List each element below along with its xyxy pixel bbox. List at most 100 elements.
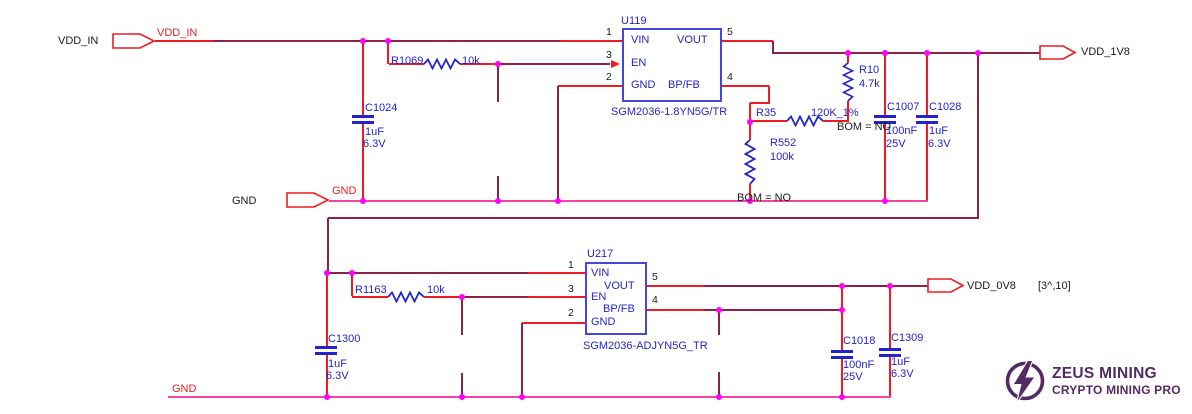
wire-segment [772,52,1040,54]
wire-segment [823,120,848,122]
resistor-symbol-r35 [787,115,823,127]
ref-r552: R552 [770,137,797,149]
pin-num-u119-3: 3 [606,49,612,61]
net-label-gnd-top: GND [332,185,357,197]
wire-segment [722,40,773,42]
wire-segment [647,309,843,311]
wire-segment [522,322,585,324]
junction-dot [459,294,465,300]
value-c1024: 1uF [365,126,384,138]
wire-segment [327,272,585,274]
wire-segment [647,285,705,287]
junction-dot [324,394,330,400]
wire-segment [749,103,751,121]
pin-num-u119-5: 5 [727,26,733,38]
wire-segment [768,86,770,103]
resistor-symbol-r1069 [424,58,460,70]
junction-dot [385,38,391,44]
ic-ref-u217: U217 [587,248,614,260]
wire-segment [884,123,886,201]
wire-segment [847,101,849,122]
wire-segment [498,63,610,65]
wire-segment [722,85,769,87]
junction-dot [360,198,366,204]
resistor-symbol-r1163 [388,291,424,303]
wire-segment [326,354,328,397]
net-label-vdd-in: VDD_IN [157,27,198,39]
wire-segment [749,184,751,201]
ic-body-u119 [622,28,722,102]
wire-segment [460,63,498,65]
value-c1028: 1uF [929,125,948,137]
capacitor-symbol-c1300 [315,346,337,349]
junction-dot [716,394,722,400]
port-symbol-vdd-1v8 [1039,45,1077,60]
junction-dot [839,394,845,400]
junction-dot [975,50,981,56]
resistor-symbol-r552 [744,140,756,184]
wire-stub [461,373,463,397]
wire-segment [462,296,585,298]
junction-dot [747,119,753,125]
wire-segment [847,53,849,63]
junction-dot [882,198,888,204]
junction-dot [716,307,722,313]
ref-r1163: R1163 [355,284,387,296]
wire-segment [977,53,979,218]
voltage-c1028: 6.3V [928,138,951,150]
pin-name-u119-vout: VOUT [677,34,708,46]
capacitor-symbol-c1007 [874,115,896,118]
wire-segment [326,273,328,347]
value-r1069: 10k [462,55,480,67]
value-r1163: 10k [427,284,445,296]
wire-stub [718,372,720,397]
capacitor-symbol-c1028 [916,115,938,118]
capacitor-symbol-c1309 [879,354,901,357]
wire-segment [560,40,622,42]
pin-name-u217-gnd: GND [591,316,616,328]
junction-dot [459,394,465,400]
wire-segment [750,102,770,104]
pin-name-u217-vin: VIN [591,267,610,279]
wire-segment [926,53,928,116]
wire-stub [718,310,720,335]
wire-segment [647,285,930,287]
junction-dot [495,198,501,204]
junction-dot [747,198,753,204]
wire-segment [841,286,843,351]
wire-segment [841,358,843,397]
capacitor-symbol-c1024 [352,121,374,124]
pin-name-u217-vout: VOUT [604,280,635,292]
junction-dot [360,38,366,44]
junction-dot [349,270,355,276]
ref-c1018: C1018 [843,335,876,347]
wire-segment [884,53,886,116]
pin-num-u217-5: 5 [652,271,658,283]
junction-dot [845,50,851,56]
wire-segment [750,120,787,122]
value-c1300: 1uF [328,358,347,370]
wire-segment [155,40,213,42]
wire-stub [497,176,499,201]
value-c1007: 100nF [886,125,918,137]
wire-segment [889,286,891,349]
wire-segment [327,218,329,273]
net-label-vdd-1v8: VDD_1V8 [1081,46,1130,58]
bom-note-r552: BOM = NO [737,192,792,204]
pin-name-u217-en: EN [591,291,607,303]
sheet-label-vdd-in: VDD_IN [58,35,99,47]
junction-dot [555,198,561,204]
ref-c1028: C1028 [929,101,962,113]
ref-r35: R35 [756,107,777,119]
wire-stub [461,298,463,335]
wire-segment [528,296,585,298]
junction-dot [495,61,501,67]
ic-part-u119: SGM2036-1.8YN5G/TR [611,106,728,118]
wire-segment [528,272,585,274]
port-symbol-gnd-top [286,192,330,208]
pin-name-u119-bpfb: BP/FB [668,79,700,91]
junction-dot [324,270,330,276]
pin-num-u217-3: 3 [568,283,574,295]
ic-body-u217 [585,262,647,335]
value-r10: 4.7k [859,78,880,90]
